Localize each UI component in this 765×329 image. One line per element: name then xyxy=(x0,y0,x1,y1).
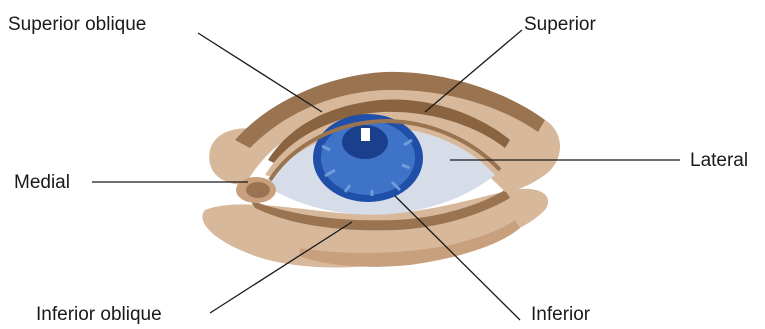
highlight xyxy=(361,128,370,141)
label-inferior: Inferior xyxy=(531,304,591,325)
leader-superior-oblique xyxy=(198,33,322,112)
label-lateral: Lateral xyxy=(690,150,748,171)
label-medial: Medial xyxy=(14,172,70,193)
label-superior: Superior xyxy=(524,14,596,35)
eye-illustration xyxy=(202,72,560,268)
label-superior-oblique: Superior oblique xyxy=(8,14,146,35)
label-inferior-oblique: Inferior oblique xyxy=(36,304,162,325)
iris xyxy=(313,114,423,202)
